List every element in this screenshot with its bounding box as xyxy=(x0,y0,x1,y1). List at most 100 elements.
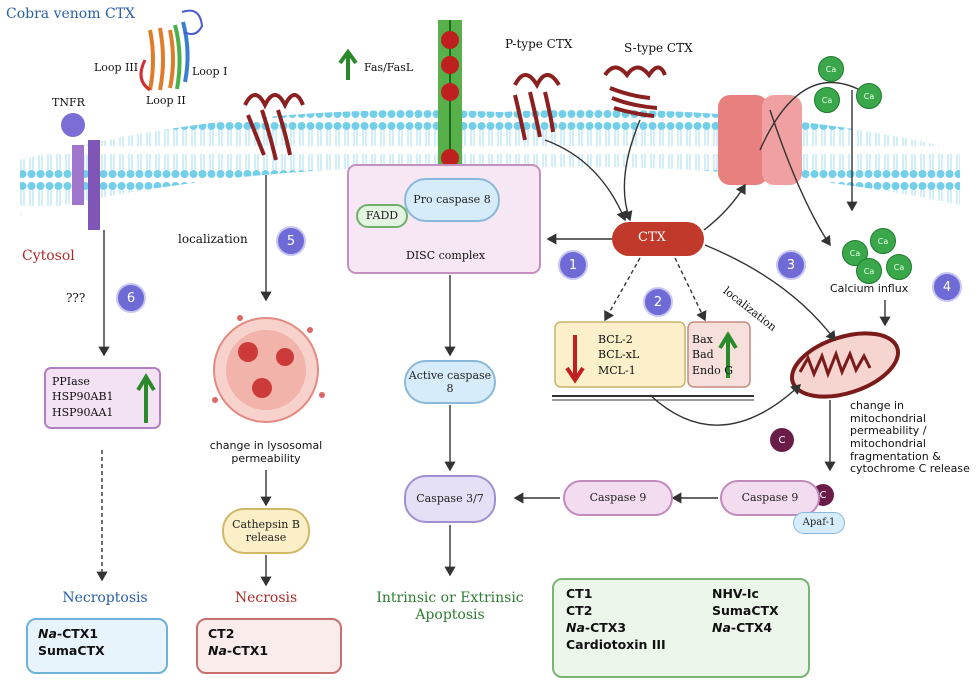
up-arrow-green-bcl xyxy=(718,331,738,378)
apaf1-pill: Apaf-1 xyxy=(793,512,845,534)
necroptosis-label: Necroptosis xyxy=(62,590,148,606)
ctx-entry: Na-CTX1 xyxy=(208,643,330,660)
unknown-mechanism-label: ??? xyxy=(66,291,86,305)
active-caspase8-pill: Active caspase 8 xyxy=(404,360,496,404)
localization-left-label: localization xyxy=(178,232,248,246)
ctx-entry-prefix: Na xyxy=(208,642,227,658)
step-4-badge: 4 xyxy=(932,272,962,302)
loop-i-label: Loop I xyxy=(192,65,228,78)
ctx-center-shape xyxy=(612,222,704,256)
ctx-entry: CT2 xyxy=(208,626,330,643)
tnfr-receptor xyxy=(61,113,100,230)
ctx-entry-name: -CTX1 xyxy=(226,642,269,658)
ctx-entry-name: -CTX3 xyxy=(584,619,627,635)
bcl-down-box xyxy=(554,321,686,388)
step-1-badge: 1 xyxy=(558,250,588,280)
bcl-down-list: BCL-2 BCL-xL MCL-1 xyxy=(598,332,639,378)
fadd-pill: FADD xyxy=(356,204,408,228)
calcium-curve xyxy=(759,81,861,151)
ctx-entry: SumaCTX xyxy=(38,643,156,660)
ctx-entry: CT2 xyxy=(566,603,666,620)
apoptosis-ctx-left: CT1 CT2 Na-CTX3 Cardiotoxin III xyxy=(566,586,666,654)
calcium-ion-1: Ca xyxy=(818,56,844,82)
ctx-entry-name: -CTX4 xyxy=(730,619,773,635)
caspase37-pill: Caspase 3/7 xyxy=(404,475,496,523)
bcl-up-box xyxy=(687,321,751,388)
step-5-badge: 5 xyxy=(276,226,306,256)
ctx-entry-name: Cardiotoxin III xyxy=(566,636,666,652)
step-3-badge: 3 xyxy=(776,250,806,280)
ppiase-item: PPIase xyxy=(52,375,90,388)
necroptosis-ctx-box: Na-CTX1 SumaCTX xyxy=(26,618,168,674)
mitochondrion xyxy=(789,331,901,399)
bcl-down-item: BCL-2 xyxy=(598,333,633,346)
calcium-ion-6: Ca xyxy=(856,258,882,284)
fas-up-arrow xyxy=(338,48,358,80)
lysosome xyxy=(212,315,325,423)
bcl-up-item: Endo G xyxy=(692,363,734,377)
necrosis-label: Necrosis xyxy=(234,590,298,606)
ppiase-list: PPIase HSP90AB1 HSP90AA1 xyxy=(52,374,114,420)
p-type-label: P-type CTX xyxy=(505,37,573,51)
apoptosis-ctx-box: CT1 CT2 Na-CTX3 Cardiotoxin III NHV-Ic S… xyxy=(552,578,810,678)
pro-caspase-pill: Pro caspase 8 xyxy=(404,178,500,222)
ctx-entry: Cardiotoxin III xyxy=(566,637,666,654)
ctx-entry-name: CT2 xyxy=(208,626,235,641)
ppiase-item: HSP90AA1 xyxy=(52,405,114,419)
ctx-entry: SumaCTX xyxy=(712,603,779,620)
ctx-entry: Na-CTX3 xyxy=(566,620,666,637)
disc-complex-label: DISC complex xyxy=(406,249,486,262)
down-arrow-red xyxy=(565,335,585,384)
loop-iii-label: Loop III xyxy=(94,61,139,74)
ppiase-box xyxy=(44,367,161,429)
ctx-entry-name: SumaCTX xyxy=(38,642,105,658)
mito-change-label: change in mitochondrial permeability / m… xyxy=(850,399,970,476)
ctx-entry: Na-CTX1 xyxy=(38,626,156,643)
calcium-ion-4: Ca xyxy=(842,240,868,266)
loop-ii-label: Loop II xyxy=(146,94,186,107)
ctx-entry-prefix: Na xyxy=(712,619,731,635)
ctx-entry-name: CT1 xyxy=(566,586,593,601)
ctx-entry-name: SumaCTX xyxy=(712,602,779,618)
bcl-up-item: Bax xyxy=(692,333,713,346)
figure-title: Cobra venom CTX xyxy=(6,6,135,22)
ctx-entry-name: CT2 xyxy=(566,602,593,618)
necrosis-ctx-box: CT2 Na-CTX1 xyxy=(196,618,342,674)
ppiase-item: HSP90AB1 xyxy=(52,390,114,404)
bcl-up-list: Bax Bad Endo G xyxy=(692,332,733,378)
ctx-center-label: CTX xyxy=(638,230,666,245)
bcl-up-item: Bad xyxy=(692,348,714,362)
cytochrome-c-icon: C xyxy=(770,428,794,452)
ctx-entry: CT1 xyxy=(566,586,666,603)
apoptosis-label: Intrinsic or Extrinsic Apoptosis xyxy=(376,590,524,623)
fas-label: Fas/FasL xyxy=(364,61,414,74)
calcium-ion-5: Ca xyxy=(870,228,896,254)
bcl-down-item: BCL-xL xyxy=(598,348,640,362)
calcium-ion-7: Ca xyxy=(886,254,912,280)
calcium-influx-label: Calcium influx xyxy=(830,282,909,295)
ctx-s-type xyxy=(603,65,667,118)
s-type-label: S-type CTX xyxy=(624,41,693,55)
cytosol-label: Cytosol xyxy=(22,248,75,264)
ctx-entry-prefix: Na xyxy=(566,619,585,635)
ctx-membrane-left xyxy=(243,93,305,161)
up-arrow-green-ppiase xyxy=(136,373,156,423)
ctx-entry-name: NHV-Ic xyxy=(712,586,759,601)
cobra-ctx-structure xyxy=(139,9,204,92)
ctx-entry-name: -CTX1 xyxy=(56,626,99,641)
calcium-ion-2: Ca xyxy=(814,87,840,113)
tnfr-label: TNFR xyxy=(52,96,85,109)
caspase9-right-pill: Caspase 9 xyxy=(720,480,820,516)
step-2-badge: 2 xyxy=(643,287,673,317)
ctx-p-type xyxy=(513,73,561,141)
ctx-entry: NHV-Ic xyxy=(712,586,779,603)
ctx-entry-prefix: Na xyxy=(38,626,57,641)
bcl-down-item: MCL-1 xyxy=(598,363,636,377)
calcium-channel xyxy=(718,95,802,185)
lysosome-change-label: change in lysosomal permeability xyxy=(209,439,323,465)
apoptosis-ctx-right: NHV-Ic SumaCTX Na-CTX4 xyxy=(712,586,779,637)
caspase9-mid-pill: Caspase 9 xyxy=(563,480,673,516)
step-6-badge: 6 xyxy=(116,283,146,313)
